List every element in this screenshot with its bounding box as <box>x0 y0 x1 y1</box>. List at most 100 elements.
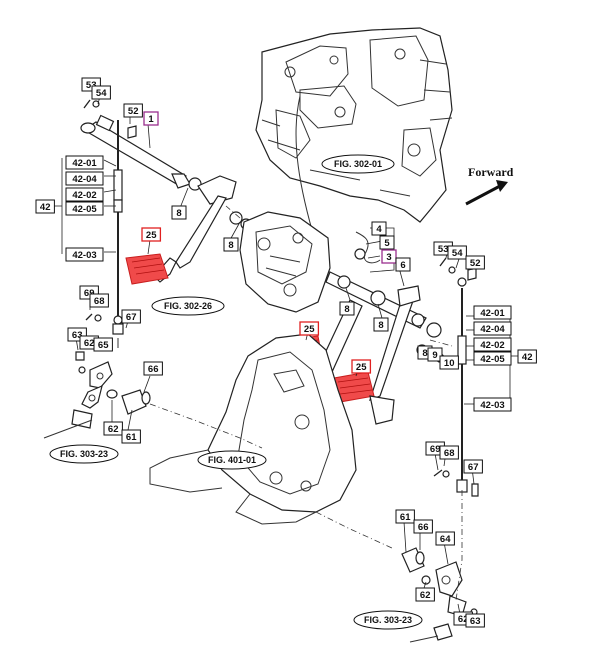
fig-ref-401-01[interactable]: FIG. 401-01 <box>197 450 267 470</box>
callout-box <box>371 221 387 236</box>
callout-c5[interactable]: 5 <box>379 235 395 250</box>
callout-c42-03b[interactable]: 42-03 <box>473 397 512 412</box>
callout-c68b[interactable]: 68 <box>439 445 459 460</box>
fig-ref-302-26[interactable]: FIG. 302-26 <box>151 296 225 316</box>
svg-text:FIG. 303-23: FIG. 303-23 <box>364 615 412 625</box>
left-cross-shaft <box>80 114 202 191</box>
callout-c42-04a[interactable]: 42-04 <box>65 171 104 186</box>
fig-ref-303-23-bottom[interactable]: FIG. 303-23 <box>353 610 423 630</box>
callout-box <box>143 111 159 126</box>
callout-c25c[interactable]: 25 <box>351 359 372 374</box>
callout-c67a[interactable]: 67 <box>121 309 141 324</box>
callout-number: 62 <box>420 590 431 601</box>
callout-c67b[interactable]: 67 <box>463 459 483 474</box>
callout-c4[interactable]: 4 <box>371 221 387 236</box>
callout-c42-01a[interactable]: 42-01 <box>65 155 104 170</box>
callout-c42-03a[interactable]: 42-03 <box>65 247 104 262</box>
callout-c42a[interactable]: 42 <box>35 199 55 214</box>
callout-number: 8 <box>378 320 383 331</box>
callout-box <box>447 245 467 260</box>
callout-number: 62 <box>84 338 95 349</box>
callout-box <box>89 293 109 308</box>
callout-c42-02b[interactable]: 42-02 <box>473 337 512 352</box>
fig-ref-302-01[interactable]: FIG. 302-01 <box>321 154 395 174</box>
callout-box <box>65 171 104 186</box>
callout-number: 42 <box>522 352 533 363</box>
callout-box <box>463 459 483 474</box>
transmission-case-bottom <box>149 333 357 525</box>
callout-c65a[interactable]: 65 <box>93 337 113 352</box>
callout-box <box>223 237 239 252</box>
callout-box <box>299 321 320 336</box>
callout-number: 68 <box>94 296 105 307</box>
callout-box <box>465 255 485 270</box>
callout-c52b[interactable]: 52 <box>465 255 485 270</box>
callout-number: 8 <box>176 208 181 219</box>
transmission-housing-top <box>255 27 453 223</box>
callout-box <box>65 187 104 202</box>
callout-c10[interactable]: 10 <box>439 355 459 370</box>
callout-c25a[interactable]: 25 <box>141 227 162 242</box>
callout-box <box>415 587 435 602</box>
callout-c9[interactable]: 9 <box>427 347 443 362</box>
callout-number: 63 <box>72 330 83 341</box>
callout-c8c[interactable]: 8 <box>339 301 355 316</box>
callout-box <box>473 351 512 366</box>
callout-box <box>435 531 455 546</box>
callout-c64[interactable]: 64 <box>435 531 455 546</box>
callout-box <box>427 347 443 362</box>
callout-c25b[interactable]: 25 <box>299 321 320 336</box>
callout-c42b[interactable]: 42 <box>517 349 537 364</box>
callout-c62c[interactable]: 62 <box>415 587 435 602</box>
callout-c42-05b[interactable]: 42-05 <box>473 351 512 366</box>
callout-c42-05a[interactable]: 42-05 <box>65 201 104 216</box>
callout-c54b[interactable]: 54 <box>447 245 467 260</box>
callout-box <box>93 337 113 352</box>
callout-box <box>65 155 104 170</box>
callout-box <box>171 205 187 220</box>
callout-c66a[interactable]: 66 <box>143 361 163 376</box>
callout-box <box>141 227 162 242</box>
callout-c66b[interactable]: 66 <box>413 519 433 534</box>
fig-ref-303-23-left[interactable]: FIG. 303-23 <box>49 444 119 464</box>
callout-box <box>395 509 415 524</box>
callout-number: 66 <box>418 522 429 533</box>
callout-number: 68 <box>444 448 455 459</box>
callout-box <box>121 429 141 444</box>
callout-number: 25 <box>146 230 157 241</box>
figure-references: FIG. 302-01 FIG. 302-26 FIG. 303-23 FIG.… <box>49 154 423 630</box>
callout-box <box>473 397 512 412</box>
callout-number: 5 <box>384 238 390 249</box>
callout-number: 69 <box>430 444 441 455</box>
callout-number: 42-02 <box>72 190 96 201</box>
callout-box <box>351 359 372 374</box>
callout-c8b[interactable]: 8 <box>223 237 239 252</box>
callout-box <box>439 445 459 460</box>
callout-c42-02a[interactable]: 42-02 <box>65 187 104 202</box>
callout-box <box>395 257 411 272</box>
callout-c61b[interactable]: 61 <box>395 509 415 524</box>
callout-c3[interactable]: 3 <box>381 249 397 264</box>
callout-c42-04b[interactable]: 42-04 <box>473 321 512 336</box>
callout-c61a[interactable]: 61 <box>121 429 141 444</box>
callout-number: 1 <box>148 114 154 125</box>
callout-c8a[interactable]: 8 <box>171 205 187 220</box>
callout-box <box>123 103 143 118</box>
callout-box <box>473 321 512 336</box>
callout-box <box>381 249 397 264</box>
callout-number: 9 <box>432 350 437 361</box>
callout-c54a[interactable]: 54 <box>91 85 111 100</box>
callout-c42-01b[interactable]: 42-01 <box>473 305 512 320</box>
callout-c52a[interactable]: 52 <box>123 103 143 118</box>
callout-number: 53 <box>438 244 449 255</box>
callout-c63b[interactable]: 63 <box>465 613 485 628</box>
callout-c8d[interactable]: 8 <box>373 317 389 332</box>
callout-box <box>517 349 537 364</box>
callout-c6[interactable]: 6 <box>395 257 411 272</box>
svg-text:FIG. 302-01: FIG. 302-01 <box>334 159 382 169</box>
callout-c68a[interactable]: 68 <box>89 293 109 308</box>
callout-c1[interactable]: 1 <box>143 111 159 126</box>
callout-c62b[interactable]: 62 <box>103 421 123 436</box>
callout-number: 42-01 <box>72 158 97 169</box>
callout-number: 69 <box>84 288 95 299</box>
